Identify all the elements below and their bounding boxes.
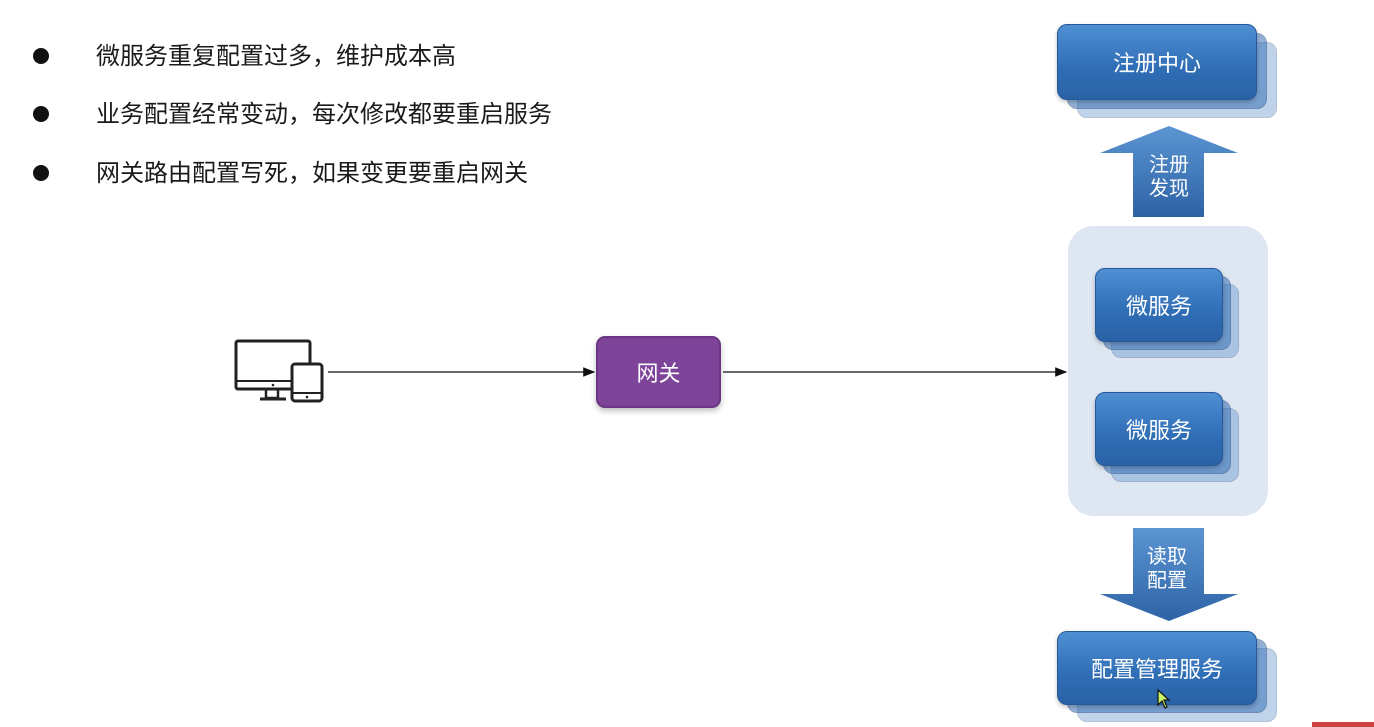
discover-label: 发现: [1149, 176, 1189, 200]
bullet-text: 业务配置经常变动，每次修改都要重启服务: [96, 100, 552, 128]
config-management-node: 配置管理服务: [1057, 631, 1281, 725]
corner-indicator: [1312, 722, 1374, 727]
register-discover-arrow: [1100, 126, 1238, 217]
bullet-text: 网关路由配置写死，如果变更要重启网关: [96, 159, 528, 187]
microservice-label: 微服务: [1095, 268, 1223, 342]
bullet-dot: [33, 48, 49, 64]
config-management-label: 配置管理服务: [1057, 631, 1257, 705]
config-label: 配置: [1147, 568, 1187, 592]
register-label: 注册: [1149, 152, 1189, 176]
registry-center-label: 注册中心: [1057, 24, 1257, 100]
microservice-label: 微服务: [1095, 392, 1223, 466]
register-discover-label: 注册 发现: [1133, 152, 1205, 200]
mouse-cursor-icon: [1157, 689, 1171, 709]
read-label: 读取: [1147, 544, 1187, 568]
client-device-icon: [234, 339, 324, 403]
read-config-label: 读取 配置: [1131, 544, 1203, 592]
gateway-node: 网关: [596, 336, 721, 408]
bullet-dot: [33, 165, 49, 181]
read-config-arrow: [1100, 528, 1238, 621]
microservice-node: 微服务: [1095, 392, 1245, 484]
registry-center-node: 注册中心: [1057, 24, 1281, 120]
microservice-node: 微服务: [1095, 268, 1245, 360]
bullet-text: 微服务重复配置过多，维护成本高: [96, 42, 456, 70]
bullet-dot: [33, 106, 49, 122]
